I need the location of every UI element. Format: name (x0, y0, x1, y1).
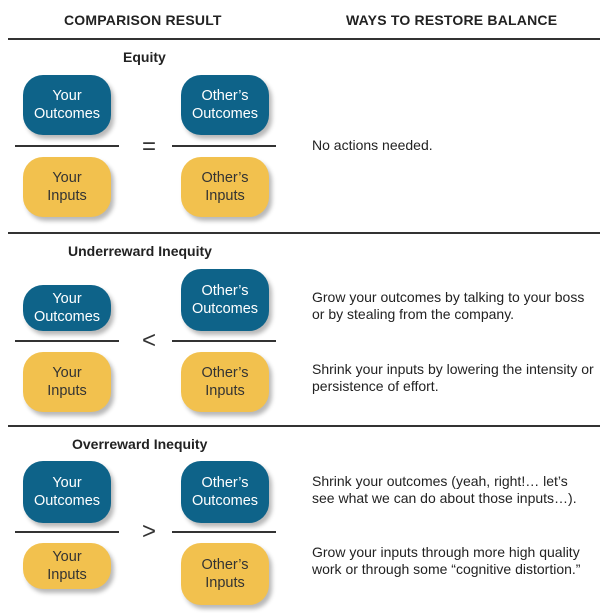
section-divider (8, 232, 600, 234)
equals-operator: = (141, 133, 156, 160)
section-divider (8, 425, 600, 427)
others-fraction-line (172, 340, 276, 342)
section-title-underreward: Underreward Inequity (68, 243, 212, 259)
others-outcomes-box: Other’s Outcomes (181, 75, 269, 135)
underreward-way-2: Shrink your inputs by lowering the inten… (312, 361, 594, 394)
comparison-result-header: COMPARISON RESULT (64, 12, 222, 28)
section-title-equity: Equity (123, 49, 166, 65)
your-fraction-line (15, 340, 119, 342)
others-fraction-line (172, 145, 276, 147)
header-divider (8, 38, 600, 40)
your-outcomes-box: Your Outcomes (23, 461, 111, 523)
your-inputs-box: Your Inputs (23, 352, 111, 412)
underreward-way-1: Grow your outcomes by talking to your bo… (312, 289, 585, 322)
others-outcomes-box: Other’s Outcomes (181, 461, 269, 523)
equity-way-1: No actions needed. (312, 137, 433, 153)
greater-than-operator: > (141, 518, 156, 545)
your-inputs-box: Your Inputs (23, 157, 111, 217)
less-than-operator: < (141, 327, 156, 354)
section-title-overreward: Overreward Inequity (72, 436, 208, 452)
others-inputs-box: Other’s Inputs (181, 543, 269, 605)
others-outcomes-box: Other’s Outcomes (181, 269, 269, 331)
your-fraction-line (15, 145, 119, 147)
others-fraction-line (172, 531, 276, 533)
your-outcomes-box: Your Outcomes (23, 285, 111, 331)
your-fraction-line (15, 531, 119, 533)
others-inputs-box: Other’s Inputs (181, 157, 269, 217)
overreward-way-2: Grow your inputs through more high quali… (312, 544, 581, 577)
overreward-way-1: Shrink your outcomes (yeah, right!… let’… (312, 473, 577, 506)
others-inputs-box: Other’s Inputs (181, 352, 269, 412)
your-outcomes-box: Your Outcomes (23, 75, 111, 135)
ways-to-restore-header: WAYS TO RESTORE BALANCE (346, 12, 558, 28)
your-inputs-box: Your Inputs (23, 543, 111, 589)
